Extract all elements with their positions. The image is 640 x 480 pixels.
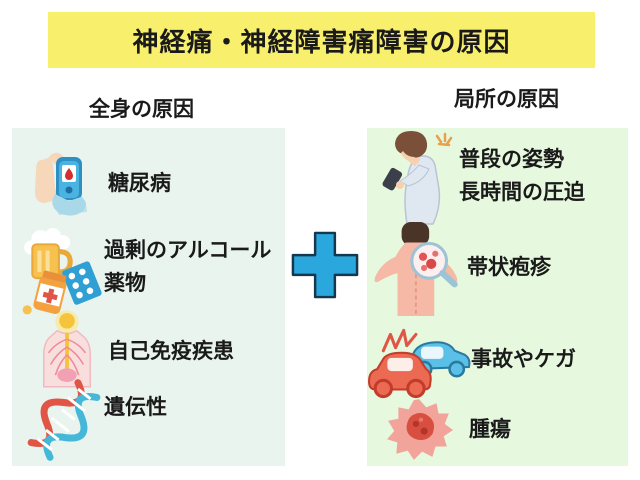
cause-label-accident-injury: 事故やケガ	[471, 348, 576, 371]
plus-icon	[288, 228, 362, 302]
title-banner: 神経痛・神経障害痛障害の原因	[48, 12, 595, 68]
cause-label-alcohol-drugs: 過剰のアルコール 薬物	[104, 239, 272, 295]
left-column-header: 全身の原因	[89, 98, 194, 121]
dna-icon	[24, 378, 104, 462]
car-accident-icon	[367, 324, 473, 406]
alcohol-drugs-icon	[18, 226, 108, 316]
cause-label-tumor: 腫瘍	[469, 418, 511, 441]
cause-label-diabetes: 糖尿病	[108, 172, 171, 195]
cause-label-hereditary: 遺伝性	[104, 396, 167, 419]
systemic-causes-panel: 糖尿病 過剰のアルコール 薬物	[12, 128, 285, 466]
right-column-header: 局所の原因	[454, 88, 559, 111]
smartphone-posture-icon	[373, 128, 459, 226]
nervous-system-icon	[36, 308, 98, 390]
shingles-magnifier-icon	[371, 222, 471, 316]
cause-label-autoimmune: 自己免疫疾患	[108, 340, 234, 363]
glucose-meter-icon	[28, 142, 102, 218]
page-title: 神経痛・神経障害痛障害の原因	[132, 26, 511, 57]
tumor-icon	[385, 396, 453, 462]
cause-label-shingles: 帯状疱疹	[467, 256, 551, 279]
local-causes-panel: 普段の姿勢 長時間の圧迫 帯状疱疹 事故やケガ	[367, 128, 628, 466]
cause-label-posture-compression: 普段の姿勢 長時間の圧迫	[459, 148, 585, 204]
